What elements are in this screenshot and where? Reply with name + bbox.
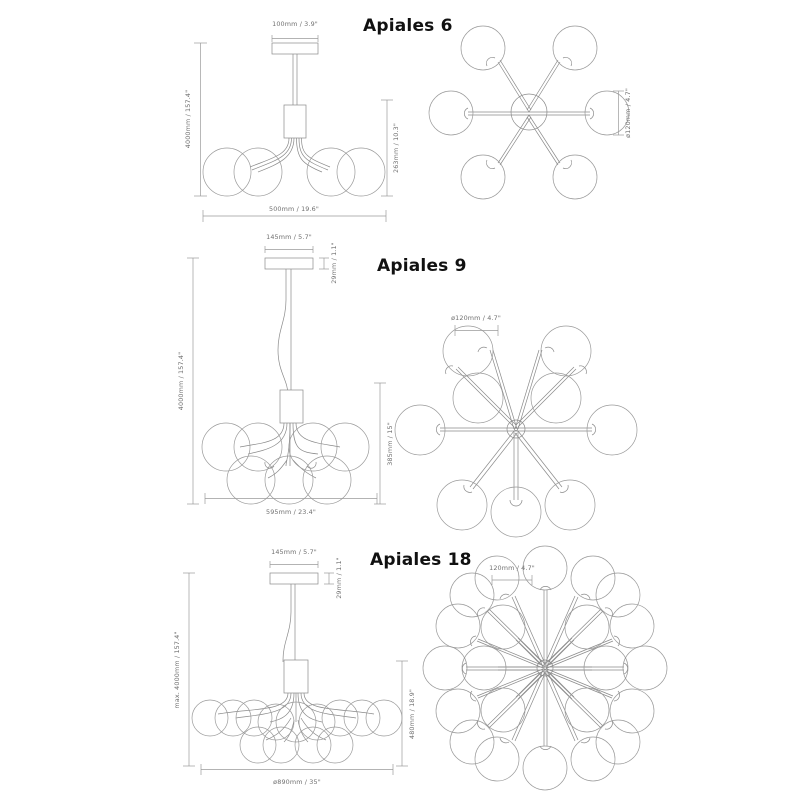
globes-18-top (422, 545, 668, 791)
dim-drop-18 (183, 572, 195, 767)
dim-label-canopy-width-6: 100mm / 3.9" (272, 20, 318, 28)
dim-label-globe-dia-9: ø120mm / 4.7" (451, 314, 501, 322)
dim-label-overall-width-6: 500mm / 19.6" (269, 205, 319, 213)
canopy-9 (264, 257, 314, 270)
globes-9-front (201, 422, 370, 505)
canopy-18 (269, 572, 319, 585)
dim-label-drop-9: 4000mm / 157.4" (177, 352, 185, 410)
dim-label-drop-6: 4000mm / 157.4" (184, 90, 192, 148)
dim-globe-dia-18 (491, 575, 533, 585)
arms-18 (217, 692, 375, 743)
dim-label-globe-dia-6: ø120mm / 4.7" (624, 88, 632, 138)
dim-overall-width-9 (204, 493, 378, 504)
suspension-cable-9 (277, 269, 289, 420)
dim-label-overall-width-18: ø890mm / 35" (273, 778, 321, 786)
arms-6 (249, 137, 331, 173)
center-body-18 (283, 659, 309, 694)
dim-canopy-width-18 (269, 561, 319, 568)
dim-canopy-height-9 (319, 257, 329, 270)
suspension-cable-18 (282, 584, 292, 662)
dim-fixture-height-9 (374, 382, 386, 505)
canopy-6 (271, 42, 319, 55)
dim-label-fixture-height-6: 263mm / 10.3" (392, 123, 400, 173)
apiales-9-front-view: 145mm / 5.7" 29mm / 1.1" (177, 233, 394, 516)
dim-drop-9 (187, 257, 199, 505)
dim-drop-6 (194, 42, 207, 197)
dim-overall-width-6 (202, 210, 387, 222)
apiales-6-top-view: ø120mm / 4.7" (428, 25, 632, 200)
dim-label-globe-dia-18: 120mm / 4.7" (489, 564, 535, 572)
section-title-apiales-6: Apiales 6 (363, 16, 453, 36)
sockets-6-top (464, 57, 594, 169)
dim-label-canopy-height-9: 29mm / 1.1" (330, 242, 338, 284)
center-body-6 (283, 104, 307, 139)
dim-label-overall-width-9: 595mm / 23.4" (266, 508, 316, 516)
dim-label-canopy-width-9: 145mm / 5.7" (266, 233, 312, 241)
dim-globe-dia-9 (454, 325, 499, 336)
globes-6-front (202, 147, 386, 197)
dim-overall-width-18 (200, 764, 394, 775)
dim-label-drop-18: max. 4000mm / 157.4" (173, 631, 181, 708)
apiales-9-top-view: ø120mm / 4.7" (394, 314, 638, 538)
section-title-apiales-18: Apiales 18 (370, 550, 472, 570)
apiales-18-top-view: 120mm / 4.7" (422, 545, 668, 791)
sockets-9-top (436, 346, 596, 507)
dim-label-canopy-height-18: 29mm / 1.1" (335, 557, 343, 599)
hub-9-top (506, 419, 526, 439)
dim-canopy-width-6 (271, 35, 319, 42)
dim-fixture-height-18 (396, 660, 408, 767)
globes-9-top (394, 325, 638, 538)
center-body-9 (279, 389, 304, 424)
dim-label-canopy-width-18: 145mm / 5.7" (271, 548, 317, 556)
arms-9 (239, 422, 341, 479)
dim-label-fixture-height-9: 385mm / 15" (386, 422, 394, 466)
arms-9-top (440, 349, 592, 500)
dim-globe-dia-6 (613, 90, 624, 136)
sockets-9-front (264, 461, 317, 469)
dim-fixture-height-6 (381, 99, 393, 197)
hub-18-top (536, 659, 554, 677)
apiales-18-front-view: 145mm / 5.7" 29mm / 1.1" (173, 548, 416, 786)
apiales-6-front-view: 100mm / 3.9" (184, 20, 400, 222)
dim-canopy-width-9 (264, 246, 314, 253)
arms-6-top (468, 59, 590, 166)
globes-18-front (191, 699, 403, 764)
dim-canopy-height-18 (324, 572, 334, 585)
dim-label-fixture-height-18: 480mm / 18.9" (408, 689, 416, 739)
globes-6-top (428, 25, 630, 200)
section-title-apiales-9: Apiales 9 (377, 256, 467, 276)
arms-18-top (466, 590, 624, 746)
